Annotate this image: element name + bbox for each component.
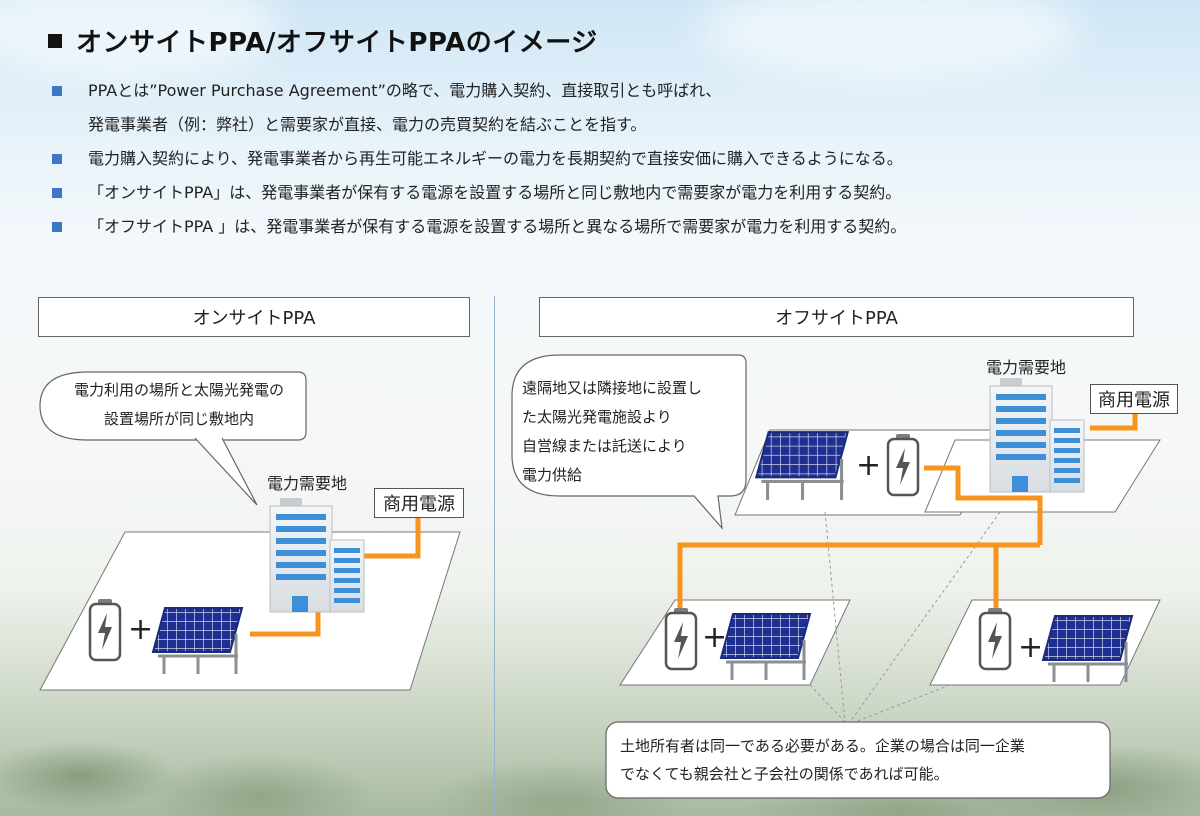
onsite-bubble-text: 電力利用の場所と太陽光発電の 設置場所が同じ敷地内 [56,376,302,434]
bullet-text: 電力購入契約により、発電事業者から再生可能エネルギーの電力を長期契約で直接安価に… [88,149,903,168]
bullet-text: 「オンサイトPPA」は、発電事業者が保有する電源を設置する場所と同じ敷地内で需要… [88,183,902,202]
bullet-item: 「オフサイトPPA 」は、発電事業者が保有する電源を設置する場所と異なる場所で需… [52,210,1152,244]
offsite-bubble-line: 電力供給 [522,466,583,484]
onsite-building-icon [269,498,365,613]
bullet-list: PPAとは”Power Purchase Agreement”の略で、電力購入契… [52,74,1152,244]
offsite-note-bubble [605,721,1111,799]
bullet-text-continuation: 発電事業者（例：弊社）と需要家が直接、電力の売買契約を結ぶことを指す。 [88,115,647,134]
onsite-bubble-line: 電力利用の場所と太陽光発電の [73,381,284,399]
onsite-power-line [250,608,321,637]
offsite-bubble [511,354,747,530]
onsite-battery-icon [88,598,122,662]
offsite-plus-sign: + [702,620,728,655]
offsite-battery-icon [886,432,920,497]
title-row: オンサイトPPA/オフサイトPPAのイメージ [48,22,598,59]
onsite-commercial-power: 商用電源 [374,488,464,518]
bullet-square-icon [52,86,62,96]
offsite-bubble-text: 遠隔地又は隣接地に設置し た太陽光発電施設より 自営線または託送により 電力供給 [522,374,744,490]
onsite-demand-label: 電力需要地 [267,474,348,493]
bullet-square-icon [52,188,62,198]
onsite-bubble-tail [194,437,258,506]
offsite-power-lines [677,410,1138,612]
cloud-decoration [700,0,1080,80]
offsite-bubble-line: 自営線または託送により [522,437,687,455]
offsite-battery-icon [978,606,1012,671]
offsite-demand-label: 電力需要地 [986,358,1067,377]
onsite-plus-sign: + [128,612,154,647]
title-square-icon [48,33,62,48]
offsite-note-line: でなくても親会社と子会社の関係であれば可能。 [620,765,949,783]
bullet-text: 「オフサイトPPA 」は、発電事業者が保有する電源を設置する場所と異なる場所で需… [88,217,907,236]
offsite-commercial-power: 商用電源 [1090,384,1178,414]
offsite-plus-sign: + [1018,630,1044,665]
bullet-item: 「オンサイトPPA」は、発電事業者が保有する電源を設置する場所と同じ敷地内で需要… [52,176,1152,210]
page-title: オンサイトPPA/オフサイトPPAのイメージ [76,28,598,58]
offsite-bubble-line: 遠隔地又は隣接地に設置し [522,379,703,397]
offsite-note-line: 土地所有者は同一である必要がある。企業の場合は同一企業 [620,737,1025,755]
bullet-square-icon [52,154,62,164]
section-divider [494,296,495,816]
bullet-item: 電力購入契約により、発電事業者から再生可能エネルギーの電力を長期契約で直接安価に… [52,142,1152,176]
offsite-bubble-line: た太陽光発電施設より [522,408,672,426]
bullet-item: PPAとは”Power Purchase Agreement”の略で、電力購入契… [52,74,1152,108]
onsite-bubble-line: 設置場所が同じ敷地内 [103,410,254,428]
offsite-header: オフサイトPPA [539,297,1134,337]
offsite-building-icon [989,378,1085,493]
onsite-grid-line [364,514,421,559]
onsite-bubble [39,371,307,441]
bullet-text: PPAとは”Power Purchase Agreement”の略で、電力購入契… [88,81,722,100]
offsite-note-text: 土地所有者は同一である必要がある。企業の場合は同一企業 でなくても親会社と子会社… [620,732,1100,788]
offsite-plus-sign: + [856,448,882,483]
onsite-header: オンサイトPPA [38,297,470,337]
offsite-battery-icon [664,606,698,671]
bullet-square-icon [52,222,62,232]
